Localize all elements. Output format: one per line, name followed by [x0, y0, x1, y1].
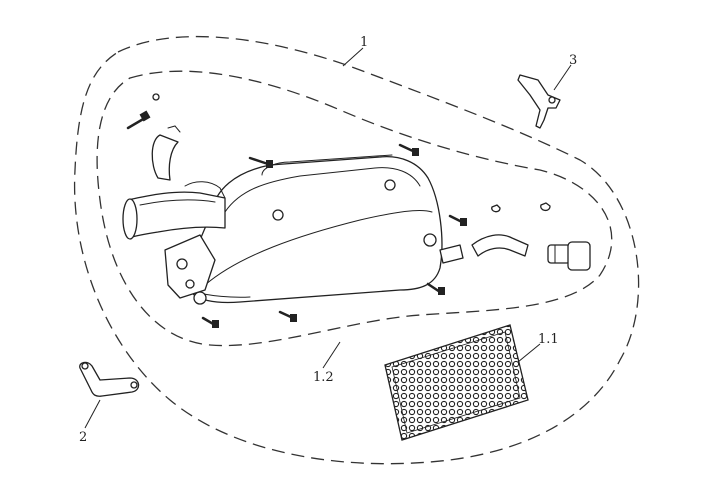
heat-shield-mesh: [384, 324, 529, 441]
bolt-lower-right: [426, 282, 445, 295]
hose-clip-right: [540, 202, 551, 212]
leader-heat-shield: [517, 343, 541, 363]
bracket-left: [79, 361, 140, 397]
bolt-top-left: [126, 110, 151, 130]
outlet-end-cap: [547, 241, 591, 271]
callout-group-assembly: 1: [360, 35, 368, 50]
hose-clip-left: [491, 204, 501, 213]
bolt-lower-left: [201, 316, 219, 328]
washer-top-left: [152, 93, 160, 101]
bolt-mid-right: [448, 214, 467, 226]
bent-hose: [471, 234, 529, 257]
mounting-flange: [164, 234, 216, 299]
callout-muffler-body: 1.2: [313, 370, 334, 385]
bolt-upper-center: [248, 156, 273, 168]
bolt-upper-right: [398, 143, 419, 156]
leader-muffler-body: [322, 341, 341, 369]
leader-bracket-left: [84, 399, 101, 429]
bolt-lower-center: [278, 310, 297, 322]
callout-bracket-right: 3: [569, 53, 577, 68]
clamp-bracket: [151, 125, 181, 181]
bracket-right: [517, 74, 561, 129]
leader-bracket-right: [553, 64, 572, 91]
inlet-pipe: [122, 181, 226, 240]
tail-pipe-segment: [439, 244, 464, 264]
callout-bracket-left: 2: [79, 430, 87, 445]
group-boundary-inner: [96, 70, 613, 347]
leader-group-assembly: [342, 47, 364, 67]
muffler-body: [188, 154, 443, 305]
callout-heat-shield: 1.1: [538, 332, 559, 347]
